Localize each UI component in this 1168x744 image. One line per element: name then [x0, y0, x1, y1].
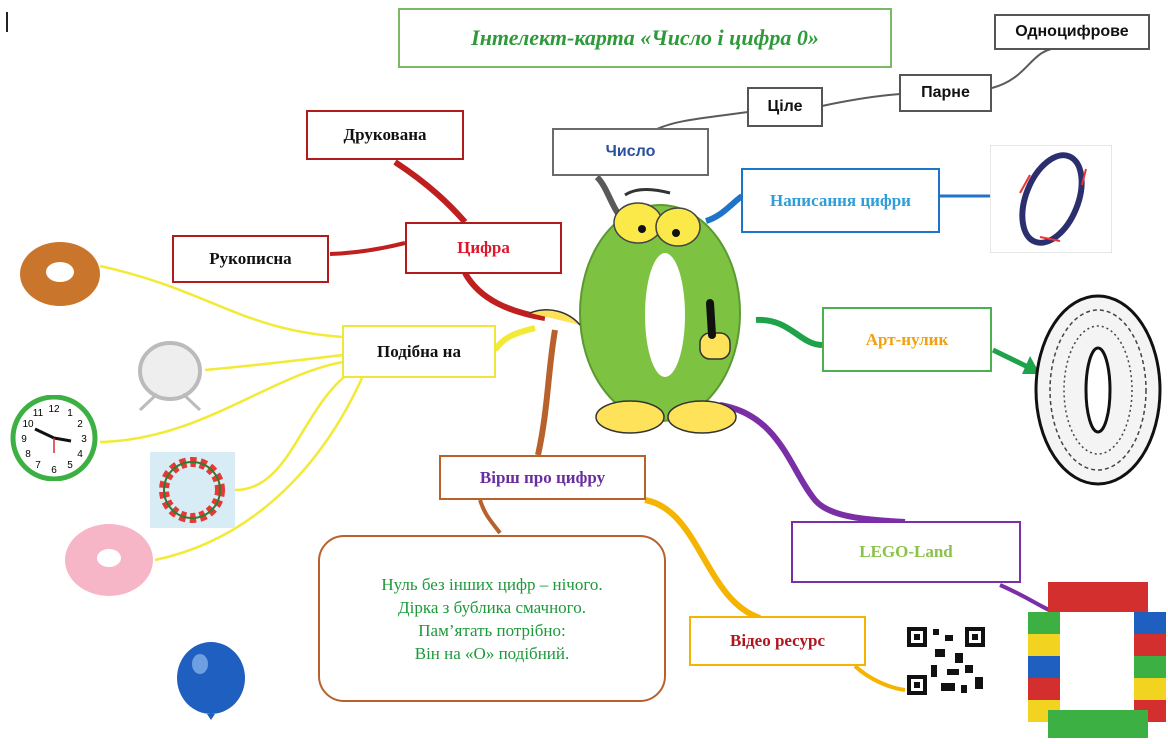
poem-line-1: Нуль без інших цифр – нічого.: [381, 574, 603, 594]
writing-zero-picture: [990, 145, 1112, 253]
clock-number-9: 9: [21, 434, 27, 445]
line-zero-to-art: [755, 316, 823, 348]
node-whole: Ціле: [747, 87, 823, 127]
node-art: Арт-нулик: [822, 307, 992, 372]
line-poem-title-to-poem: [478, 499, 502, 535]
clock-number-1: 1: [67, 408, 73, 419]
line-zero-to-poem: [535, 329, 558, 456]
clock-number-12: 12: [48, 404, 60, 415]
poem-line-4: Він на «О» подібний.: [414, 643, 570, 663]
line-even-to-single: [991, 47, 1061, 89]
line-similar-to-clock: [99, 360, 344, 444]
line-number-to-whole: [654, 111, 749, 131]
map-title: Інтелект-карта «Число і цифра 0»: [398, 8, 892, 68]
line-similar-to-donut: [154, 377, 364, 562]
zero-character-illustration: [530, 188, 741, 434]
line-digit-to-handwritten: [329, 241, 406, 256]
node-number: Число: [552, 128, 709, 176]
clock-number-6: 6: [51, 465, 57, 476]
line-zero-to-writing: [704, 193, 744, 224]
lego-zero-picture: [1028, 582, 1166, 738]
node-even: Парне: [899, 74, 992, 112]
node-single-digit: Одноцифрове: [994, 14, 1150, 50]
line-digit-to-zero: [462, 271, 546, 321]
node-similar: Подібна на: [342, 325, 496, 378]
poem-box: Нуль без інших цифр – нічого. Дірка з бу…: [318, 535, 666, 702]
balloon-picture: [177, 642, 245, 720]
donut-picture: [65, 524, 153, 596]
node-handwritten: Рукописна: [172, 235, 329, 283]
clock-number-4: 4: [77, 449, 83, 460]
line-art-to-picture: [991, 347, 1032, 371]
line-similar-to-bagel: [99, 264, 344, 339]
flower-wreath-picture: [150, 452, 235, 528]
clock-number-2: 2: [77, 419, 83, 430]
bagel-picture: [20, 242, 100, 306]
text-cursor: [6, 12, 8, 32]
clock-number-5: 5: [67, 460, 73, 471]
poem-line-3: Пам’ятать потрібно:: [418, 620, 566, 640]
line-similar-to-zero: [492, 325, 536, 352]
clock-number-11: 11: [33, 408, 44, 419]
line-whole-to-even: [821, 93, 901, 107]
clock-number-8: 8: [25, 449, 31, 460]
poem-line-2: Дірка з бублика смачного.: [398, 597, 586, 617]
line-poem-to-video: [644, 497, 762, 621]
node-writing: Написання цифри: [741, 168, 940, 233]
line-video-to-qr: [853, 664, 906, 692]
node-video: Відео ресурс: [689, 616, 866, 666]
art-zero-picture: [1034, 294, 1162, 486]
line-similar-to-wreath: [234, 371, 351, 492]
arrow-head-art: [1022, 356, 1040, 374]
node-poem-title: Вірш про цифру: [439, 455, 646, 500]
node-printed: Друкована: [306, 110, 464, 160]
line-digit-to-printed: [393, 159, 468, 224]
clock-number-7: 7: [35, 460, 41, 471]
mirror-picture: [138, 341, 202, 412]
node-lego: LEGO-Land: [791, 521, 1021, 583]
clock-number-10: 10: [22, 419, 34, 430]
line-similar-to-mirror: [204, 353, 344, 372]
clock-picture: 12 1 2 3 4 5 6 7 8 9 10 11: [10, 395, 98, 481]
line-zero-to-lego: [719, 402, 906, 525]
qr-code-image: [905, 625, 987, 697]
node-digit: Цифра: [405, 222, 562, 274]
clock-number-3: 3: [81, 434, 87, 445]
